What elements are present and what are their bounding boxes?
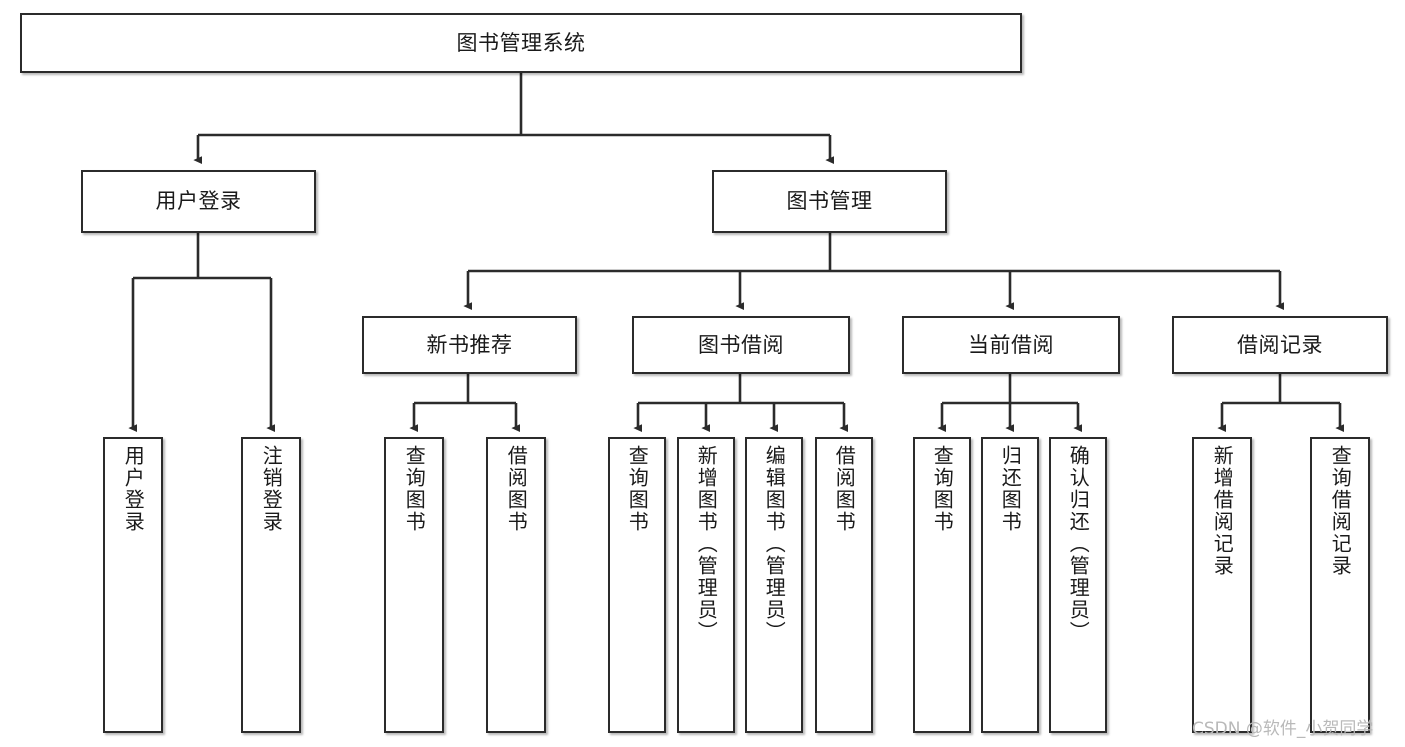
node-label: 借阅图书 bbox=[832, 445, 857, 533]
leaf-user-login-sign-out[interactable]: 注销登录 bbox=[241, 437, 301, 733]
leaf-current-return-books[interactable]: 归还图书 bbox=[981, 437, 1039, 733]
node-book-management[interactable]: 图书管理 bbox=[712, 170, 947, 233]
leaf-borrow-add-book-admin[interactable]: 新增图书（管理员） bbox=[677, 437, 735, 733]
node-label: 用户登录 bbox=[155, 189, 242, 214]
leaf-current-query-books[interactable]: 查询图书 bbox=[913, 437, 971, 733]
leaf-borrow-borrow-books[interactable]: 借阅图书 bbox=[815, 437, 873, 733]
node-current-borrowing[interactable]: 当前借阅 bbox=[902, 316, 1120, 374]
node-label: 当前借阅 bbox=[968, 332, 1054, 357]
leaf-borrow-edit-book-admin[interactable]: 编辑图书（管理员） bbox=[745, 437, 803, 733]
node-label: 编辑图书（管理员） bbox=[762, 445, 787, 643]
node-label: 图书管理 bbox=[786, 189, 873, 214]
leaf-current-confirm-return-admin[interactable]: 确认归还（管理员） bbox=[1049, 437, 1107, 733]
leaf-record-query-borrowing-record[interactable]: 查询借阅记录 bbox=[1310, 437, 1370, 733]
node-label: 查询借阅记录 bbox=[1328, 445, 1353, 577]
node-label: 注销登录 bbox=[259, 445, 284, 533]
node-label: 借阅记录 bbox=[1237, 332, 1323, 357]
leaf-new-book-borrow-books[interactable]: 借阅图书 bbox=[486, 437, 546, 733]
node-borrowing-record[interactable]: 借阅记录 bbox=[1172, 316, 1388, 374]
node-label: 查询图书 bbox=[625, 445, 650, 533]
node-user-login[interactable]: 用户登录 bbox=[81, 170, 316, 233]
node-label: 查询图书 bbox=[930, 445, 955, 533]
node-label: 归还图书 bbox=[998, 445, 1023, 533]
leaf-borrow-query-books[interactable]: 查询图书 bbox=[608, 437, 666, 733]
node-book-borrowing[interactable]: 图书借阅 bbox=[632, 316, 850, 374]
leaf-new-book-query-books[interactable]: 查询图书 bbox=[384, 437, 444, 733]
csdn-watermark: CSDN @软件_小贺同学 bbox=[1192, 719, 1374, 739]
node-new-book-recommendation[interactable]: 新书推荐 bbox=[362, 316, 577, 374]
node-label: 新增借阅记录 bbox=[1210, 445, 1235, 577]
node-label: 确认归还（管理员） bbox=[1066, 445, 1091, 643]
leaf-user-login-sign-in[interactable]: 用户登录 bbox=[103, 437, 163, 733]
node-label: 新书推荐 bbox=[426, 332, 513, 357]
node-label: 查询图书 bbox=[402, 445, 427, 533]
node-label: 新增图书（管理员） bbox=[694, 445, 719, 643]
node-root-book-management-system[interactable]: 图书管理系统 bbox=[20, 13, 1022, 73]
node-label: 图书管理系统 bbox=[456, 30, 586, 55]
leaf-record-add-borrowing-record[interactable]: 新增借阅记录 bbox=[1192, 437, 1252, 733]
node-label: 用户登录 bbox=[121, 445, 146, 533]
node-label: 图书借阅 bbox=[698, 332, 784, 357]
node-label: 借阅图书 bbox=[504, 445, 529, 533]
